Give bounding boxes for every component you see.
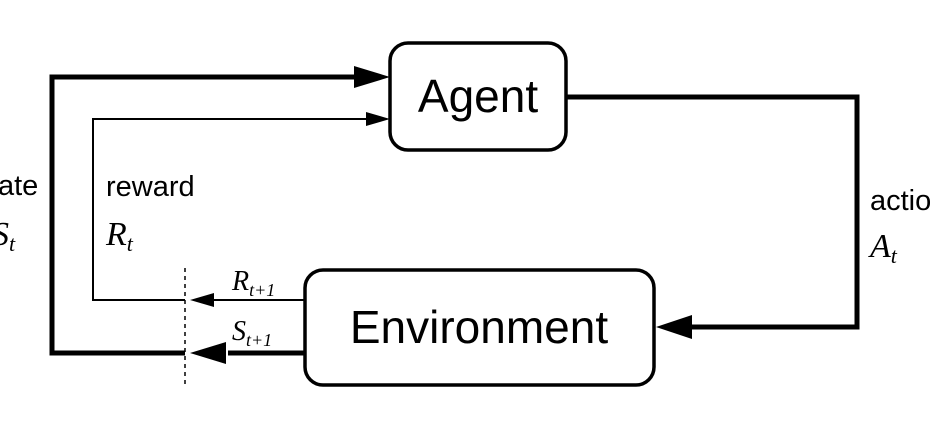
environment-node: Environment	[303, 268, 656, 387]
reward-symbol-label: Rt	[105, 216, 134, 256]
action-word-label: actio	[870, 185, 930, 217]
next-reward-label: Rt+1	[231, 266, 275, 300]
next-state-label: St+1	[232, 316, 272, 350]
reward-arrow	[92, 112, 390, 307]
agent-node: Agent	[388, 41, 568, 152]
environment-label: Environment	[350, 301, 608, 353]
action-arrow	[566, 94, 860, 339]
state-word-label: ate	[0, 170, 38, 202]
state-symbol-label: St	[0, 216, 16, 256]
action-symbol-label: At	[868, 228, 898, 268]
reward-word-label: reward	[106, 171, 195, 203]
agent-label: Agent	[418, 70, 538, 122]
state-arrow	[49, 66, 390, 364]
